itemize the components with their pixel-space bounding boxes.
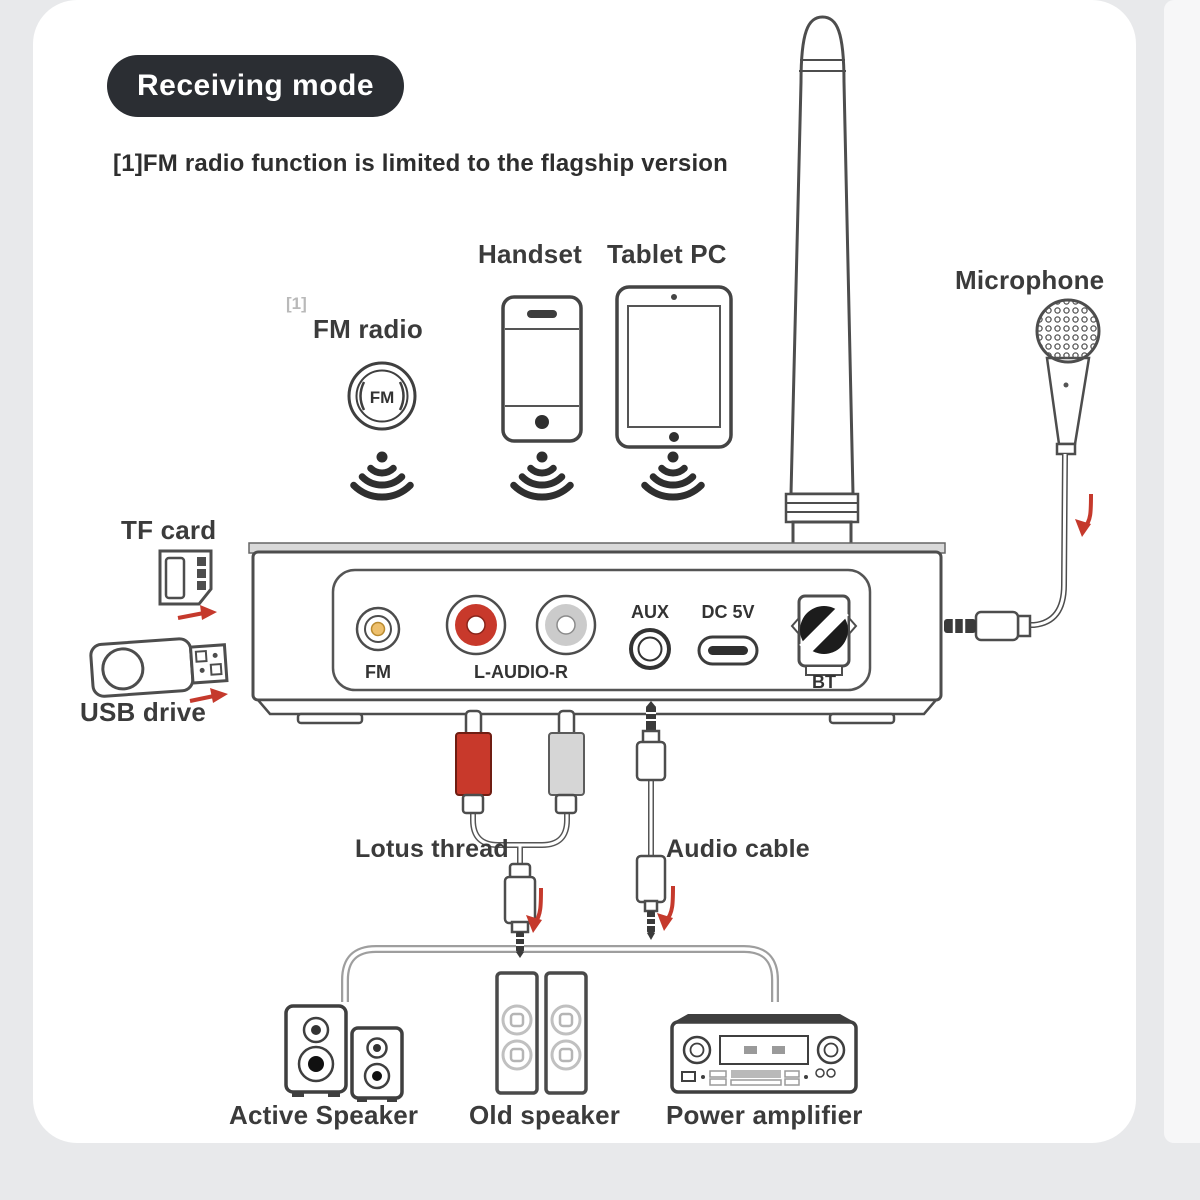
signal-icon-handset	[510, 451, 574, 501]
audio-cable-label: Audio cable	[666, 835, 810, 863]
bt-mount	[790, 594, 858, 676]
power-amplifier-label: Power amplifier	[666, 1100, 863, 1130]
power-amplifier-icon	[670, 1014, 858, 1094]
microphone-label: Microphone	[955, 265, 1105, 295]
audio-arrow-icon	[657, 885, 675, 931]
tf-card-label: TF card	[121, 515, 217, 545]
footnote-text: [1]FM radio function is limited to the f…	[113, 150, 729, 177]
usb-drive-label: USB drive	[80, 697, 207, 727]
tablet-icon	[615, 285, 733, 449]
old-speaker-label: Old speaker	[469, 1100, 621, 1130]
active-speaker-icon	[284, 1004, 404, 1102]
lotus-thread-label: Lotus thread	[355, 835, 509, 863]
mode-badge: Receiving mode	[107, 55, 405, 117]
usb-drive-arrow-icon	[189, 688, 228, 703]
microphone-icon	[944, 298, 1101, 642]
fm-port	[355, 606, 401, 652]
receiver-device: FM L-AUDIO-R AUX DC 5V BT	[248, 542, 946, 725]
lotus-arrow-icon	[526, 887, 543, 933]
svg-text:FM: FM	[370, 388, 395, 407]
antenna-icon	[784, 15, 860, 602]
connection-bracket	[341, 945, 779, 1002]
tablet-pc-label: Tablet PC	[607, 239, 727, 269]
rca-left-port	[445, 594, 507, 656]
handset-icon	[501, 295, 583, 443]
signal-icon-tablet	[641, 451, 705, 501]
bt-port-label: BT	[812, 672, 836, 692]
signal-icon-fm	[350, 451, 414, 501]
fm-port-label: FM	[365, 662, 391, 682]
dc-port-label: DC 5V	[701, 602, 754, 622]
usb-drive-icon	[89, 637, 229, 698]
handset-label: Handset	[478, 239, 582, 269]
dc-port	[697, 635, 759, 666]
mic-arrow-icon	[1075, 493, 1093, 537]
tf-card-icon	[158, 549, 213, 606]
active-speaker-label: Active Speaker	[229, 1100, 419, 1130]
fm-radio-footnote-mark: [1]	[286, 294, 307, 313]
fm-radio-icon: FM	[347, 361, 417, 431]
rca-right-port	[535, 594, 597, 656]
aux-port	[629, 628, 671, 670]
audio-port-label: L-AUDIO-R	[474, 662, 568, 682]
fm-radio-label: FM radio	[313, 314, 423, 344]
lotus-cable-icon	[455, 709, 585, 958]
adjacent-card-edge	[1164, 0, 1200, 1143]
tf-card-arrow-icon	[177, 605, 217, 620]
audio-cable-icon	[635, 701, 667, 940]
old-speaker-icon	[495, 971, 588, 1095]
aux-port-label: AUX	[631, 602, 669, 622]
